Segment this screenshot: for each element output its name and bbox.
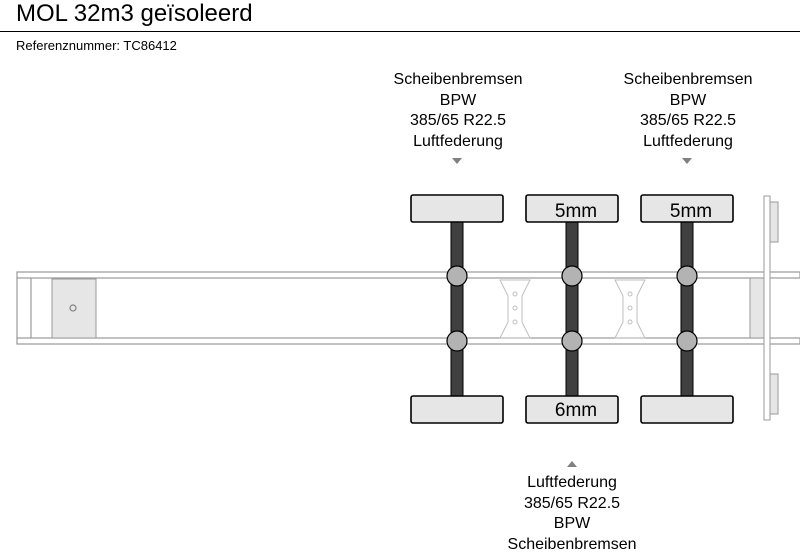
axle-1-hub-top — [447, 266, 467, 286]
cross-member-2 — [615, 280, 645, 338]
axle-2-bottom-tread: 6mm — [555, 400, 597, 421]
axle-3: 5mm — [641, 195, 733, 423]
axle-1 — [411, 195, 503, 423]
axle-3-hub-bottom — [677, 331, 697, 351]
axle-1-bottom-tire — [411, 396, 503, 423]
axle-1-shaft — [451, 222, 463, 396]
axle-2: 5mm 6mm — [526, 195, 618, 423]
axle-2-hub-top — [562, 266, 582, 286]
axle-1-hub-bottom — [447, 331, 467, 351]
axle-1-top-marker — [452, 158, 462, 164]
axle-2-shaft — [566, 222, 578, 396]
axle-3-top-tread: 5mm — [670, 201, 712, 222]
cross-member-1 — [500, 280, 530, 338]
axle-1-top-tire — [411, 195, 503, 222]
axle-3-bottom-tire — [641, 396, 733, 423]
axle-2-hub-bottom — [562, 331, 582, 351]
rear-bumper — [750, 196, 778, 420]
axle-2-bottom-marker — [567, 461, 577, 467]
axle-3-top-marker — [682, 158, 692, 164]
axle-3-hub-top — [677, 266, 697, 286]
kingpin-plate — [52, 279, 96, 338]
axle-2-top-tread: 5mm — [555, 201, 597, 222]
axle-3-shaft — [681, 222, 693, 396]
